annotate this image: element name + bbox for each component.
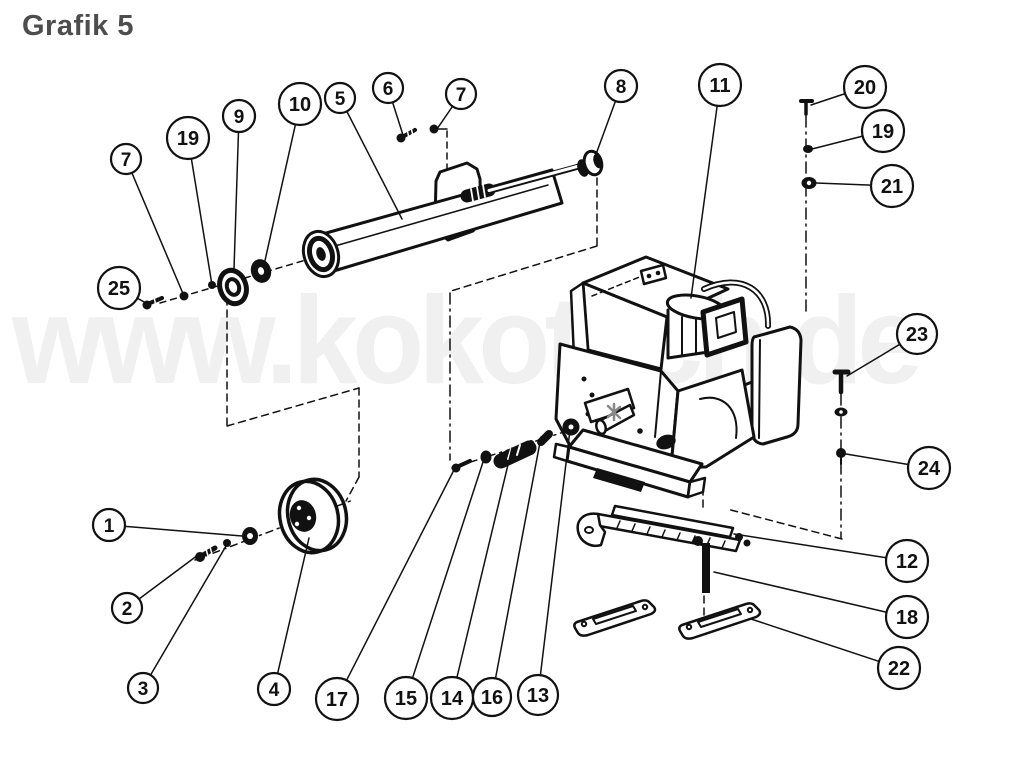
base-plate-right <box>678 602 762 640</box>
callout-15: 15 <box>383 455 486 721</box>
svg-text:8: 8 <box>616 77 627 98</box>
recoil-cover <box>669 368 756 469</box>
tube-axis-fasteners <box>142 259 272 310</box>
engine <box>552 255 803 499</box>
callout-7: 7 <box>436 77 478 130</box>
callout-23: 23 <box>846 312 939 377</box>
svg-text:23: 23 <box>906 324 928 346</box>
svg-text:6: 6 <box>383 79 394 100</box>
svg-text:1: 1 <box>104 516 115 537</box>
svg-text:2: 2 <box>122 599 133 620</box>
callout-18: 18 <box>713 571 930 640</box>
callout-22: 22 <box>750 618 922 691</box>
svg-text:7: 7 <box>121 150 132 171</box>
svg-text:12: 12 <box>896 551 918 573</box>
callout-1: 1 <box>91 507 243 543</box>
callout-12: 12 <box>733 533 930 584</box>
svg-text:9: 9 <box>234 107 245 128</box>
callout-25: 25 <box>96 265 147 311</box>
washer-7b <box>429 124 439 134</box>
callout-13: 13 <box>516 429 571 717</box>
svg-text:13: 13 <box>527 685 549 707</box>
coupling-14 <box>493 440 537 469</box>
callout-5: 5 <box>323 81 403 220</box>
svg-text:19: 19 <box>177 128 199 150</box>
mounting-frame <box>576 504 751 553</box>
callout-19: 19 <box>811 108 906 154</box>
svg-text:25: 25 <box>108 278 130 300</box>
washer-3 <box>223 539 231 547</box>
svg-text:21: 21 <box>881 176 903 198</box>
svg-text:19: 19 <box>872 121 894 143</box>
callout-19: 19 <box>165 115 213 286</box>
callout-9: 9 <box>221 98 257 270</box>
callout-2: 2 <box>110 554 199 625</box>
nut-24 <box>836 448 846 458</box>
svg-text:3: 3 <box>138 679 149 700</box>
callout-7: 7 <box>109 142 185 297</box>
right-fasteners <box>799 99 851 465</box>
svg-text:24: 24 <box>918 458 941 480</box>
callout-10: 10 <box>263 81 323 266</box>
svg-text:14: 14 <box>441 688 464 710</box>
base-plate-left <box>573 599 657 637</box>
svg-text:17: 17 <box>326 689 348 711</box>
muffler <box>750 325 803 446</box>
callout-14: 14 <box>429 447 513 721</box>
callout-20: 20 <box>810 64 888 110</box>
fuel-cap <box>639 263 668 286</box>
svg-text:10: 10 <box>289 94 311 116</box>
callout-4: 4 <box>256 537 310 707</box>
svg-text:18: 18 <box>896 607 918 629</box>
washer-15 <box>480 450 492 464</box>
svg-text:20: 20 <box>854 77 876 99</box>
callout-17: 17 <box>314 465 457 722</box>
rod <box>702 543 710 593</box>
washer-19c <box>803 145 813 153</box>
flange-fasteners <box>396 124 448 143</box>
svg-text:4: 4 <box>269 680 280 701</box>
shaft-parts <box>451 418 580 473</box>
callout-8: 8 <box>594 68 639 158</box>
svg-text:5: 5 <box>335 89 346 110</box>
svg-text:16: 16 <box>481 687 503 709</box>
svg-text:11: 11 <box>709 75 730 97</box>
svg-text:22: 22 <box>888 658 910 680</box>
callout-24: 24 <box>845 445 952 491</box>
callout-21: 21 <box>815 163 915 209</box>
callout-16: 16 <box>471 436 542 718</box>
tube-assembly <box>301 149 604 279</box>
callout-6: 6 <box>371 71 405 136</box>
pulley-group <box>195 477 349 562</box>
callout-3: 3 <box>126 545 227 705</box>
key-16 <box>537 430 553 446</box>
page-title: Grafik 5 <box>22 10 134 42</box>
callout-11: 11 <box>690 62 743 299</box>
svg-text:15: 15 <box>395 688 417 710</box>
svg-text:7: 7 <box>456 85 467 106</box>
